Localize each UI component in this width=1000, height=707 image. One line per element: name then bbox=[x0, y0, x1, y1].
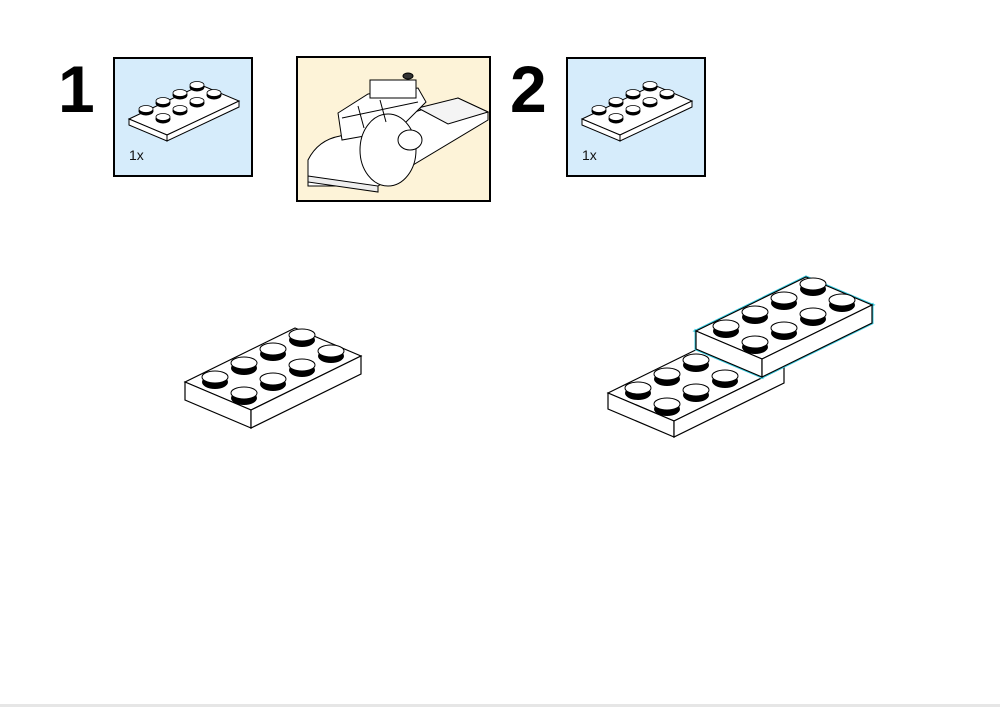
plate-2x4-icon bbox=[127, 81, 241, 142]
step-1-build-plate-icon bbox=[183, 327, 363, 429]
step-2-part-quantity: 1x bbox=[582, 147, 597, 163]
step-2-build-assembly-icon bbox=[606, 275, 876, 438]
plate-2x4-icon bbox=[580, 81, 694, 142]
page-bottom-divider bbox=[0, 704, 1000, 707]
step-1-parts-list: 1x bbox=[113, 57, 253, 177]
finished-model-icon bbox=[307, 72, 489, 193]
step-1-number: 1 bbox=[58, 52, 95, 126]
finished-model-preview bbox=[296, 56, 491, 202]
step-2-parts-list: 1x bbox=[566, 57, 706, 177]
step-2-number: 2 bbox=[510, 52, 547, 126]
step-1-part-quantity: 1x bbox=[129, 147, 144, 163]
